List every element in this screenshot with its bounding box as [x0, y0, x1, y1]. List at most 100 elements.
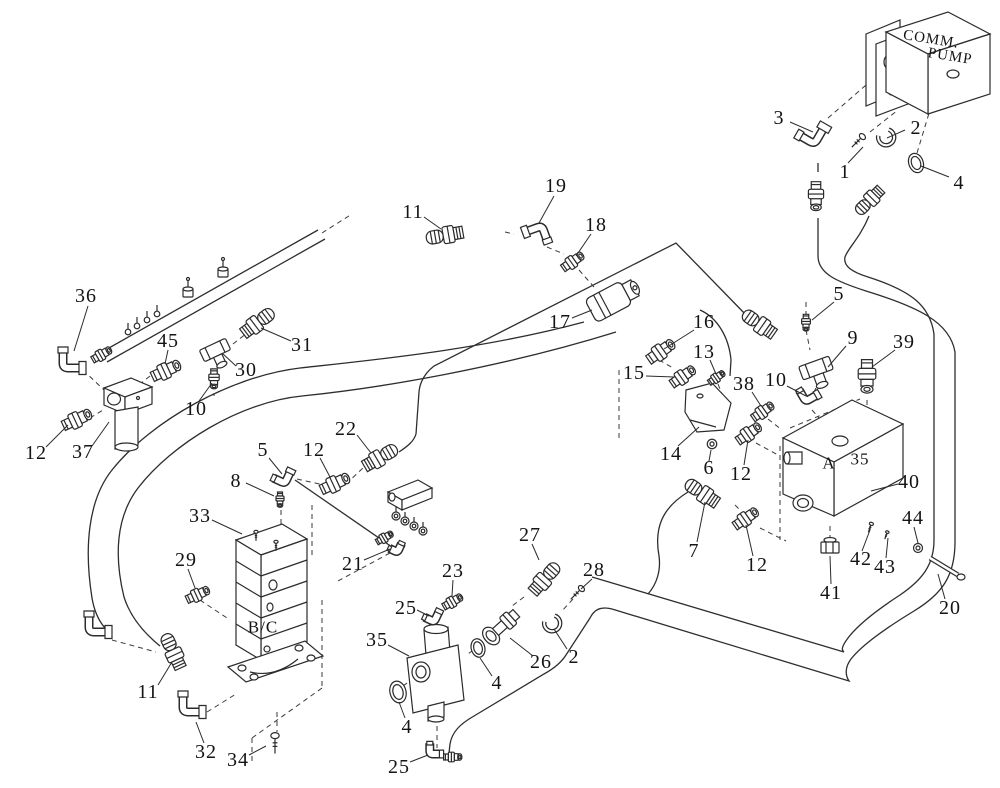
elbow-3 — [794, 114, 832, 152]
fitting-38 — [748, 398, 777, 425]
callout-37: 37 — [72, 441, 94, 463]
callout-31: 31 — [291, 334, 313, 356]
callout-20: 20 — [939, 597, 961, 619]
fitting-25-bottom — [443, 751, 463, 763]
hose-end-right — [738, 305, 780, 342]
callout-10-right: 10 — [765, 369, 787, 391]
callout-4-top: 4 — [953, 172, 965, 194]
clamp-bar-1 — [391, 506, 401, 521]
callout-11-top: 11 — [402, 201, 424, 223]
clamp-bar-3 — [409, 516, 419, 531]
coupler-17 — [585, 275, 644, 323]
oring-4-top — [905, 150, 927, 176]
callout-14: 14 — [660, 443, 682, 465]
angled-fitting — [851, 183, 887, 219]
block-a-35 — [783, 400, 903, 516]
tee-30 — [198, 337, 237, 374]
callout-2-bottom: 2 — [568, 646, 580, 668]
elbow-bottom-left — [84, 611, 112, 639]
callout-28: 28 — [583, 559, 605, 581]
elbow-36 — [58, 347, 86, 375]
fitting-29 — [183, 583, 213, 607]
fitting-12-right-low — [730, 504, 762, 533]
hose-end-31 — [237, 303, 279, 342]
fitting-5-right — [801, 313, 811, 332]
fitting-18 — [558, 248, 587, 275]
callout-12-right: 12 — [730, 463, 752, 485]
callout-3: 3 — [773, 107, 785, 129]
elbow-19 — [520, 219, 552, 251]
part-glyphs — [58, 114, 965, 763]
callout-8: 8 — [230, 470, 242, 492]
nut-6 — [706, 438, 718, 450]
hose-end-11-top — [424, 223, 465, 248]
callout-18: 18 — [585, 214, 607, 236]
elbow-5-mid — [270, 463, 296, 489]
callout-12-right-low: 12 — [746, 554, 768, 576]
screw-34 — [270, 731, 280, 755]
callout-21: 21 — [342, 553, 364, 575]
callout-6: 6 — [703, 457, 715, 479]
callout-5-right: 5 — [833, 283, 845, 305]
nut-44 — [912, 542, 924, 554]
callout-39: 39 — [893, 331, 915, 353]
fitting-8 — [275, 491, 285, 508]
callout-12-mid: 12 — [303, 439, 325, 461]
elbow-25-mid — [422, 604, 444, 626]
fitting-16 — [643, 335, 679, 368]
fitting-3-nut — [807, 181, 825, 212]
elbow-32 — [178, 691, 206, 719]
callout-25-bottom: 25 — [388, 756, 410, 778]
callout-41: 41 — [820, 582, 842, 604]
bar-manifold — [388, 480, 432, 510]
leader-lines — [46, 122, 949, 762]
callout-2-top: 2 — [910, 117, 922, 139]
hose-11-bottom — [156, 630, 189, 673]
hose-fitting-27 — [525, 558, 565, 599]
callout-42: 42 — [850, 548, 872, 570]
elbow-21b — [387, 537, 405, 555]
callout-26: 26 — [530, 651, 552, 673]
callout-1: 1 — [839, 161, 851, 183]
dashed-lines — [83, 73, 933, 762]
callout-19: 19 — [545, 175, 567, 197]
nozzle-cap-1 — [182, 276, 194, 298]
hose-end-22 — [359, 440, 402, 475]
callout-5-mid: 5 — [257, 439, 269, 461]
nozzle-cap-2 — [217, 256, 229, 278]
callout-16: 16 — [693, 311, 715, 333]
nozzle-drop-2 — [133, 316, 141, 330]
callout-34: 34 — [227, 749, 249, 771]
callout-25-mid: 25 — [395, 597, 417, 619]
clamp-2-top — [877, 129, 898, 149]
block-a-number: 35 — [850, 449, 870, 469]
comm-pump-block — [866, 12, 990, 116]
fitting-12-mid — [317, 469, 353, 498]
callout-29: 29 — [175, 549, 197, 571]
callout-7: 7 — [688, 540, 700, 562]
fitting-39 — [857, 358, 877, 394]
callout-15: 15 — [623, 362, 645, 384]
callout-32: 32 — [195, 741, 217, 763]
fitting-15 — [667, 362, 699, 391]
callout-22: 22 — [335, 418, 357, 440]
callout-23: 23 — [442, 560, 464, 582]
valve-35-bottom — [407, 625, 464, 723]
elbow-25-bottom — [427, 741, 444, 758]
callout-4-right: 4 — [491, 672, 503, 694]
clamp-bar-2 — [400, 511, 410, 526]
block-a-letter: A — [822, 453, 836, 473]
callout-12-left: 12 — [25, 442, 47, 464]
nozzle-drop-3 — [143, 310, 151, 324]
callout-35-bottom: 35 — [366, 629, 388, 651]
nozzle-drop-4 — [153, 304, 161, 318]
callout-17: 17 — [549, 311, 571, 333]
callout-13: 13 — [693, 341, 715, 363]
callout-44: 44 — [902, 507, 924, 529]
callout-4-left: 4 — [401, 716, 413, 738]
plate-14 — [685, 383, 731, 432]
oring-4-left — [386, 678, 410, 706]
callout-9: 9 — [847, 327, 859, 349]
